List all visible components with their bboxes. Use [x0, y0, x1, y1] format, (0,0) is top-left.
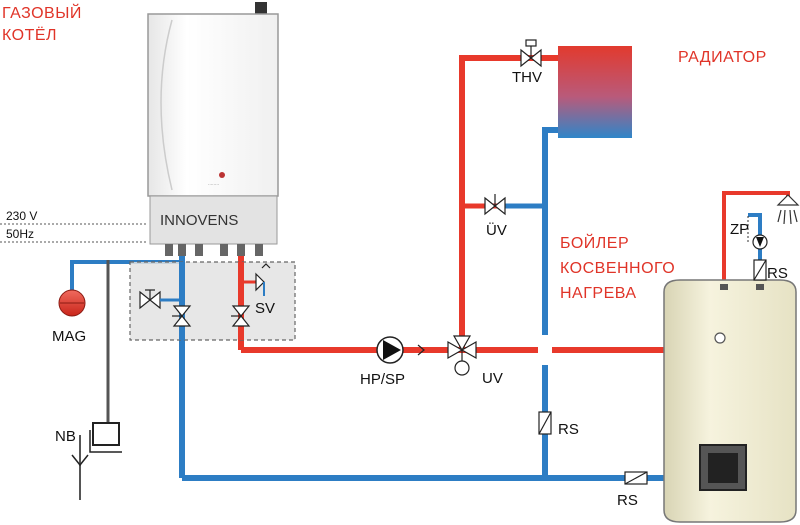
frequency-label: 50Hz [6, 227, 34, 241]
gas-boiler-title-line2: КОТЁЛ [2, 26, 57, 44]
safety-valve-sv [241, 263, 271, 296]
radiator-title: РАДИАТОР [678, 49, 767, 66]
radiator [558, 46, 632, 138]
supply-shutoff-valve [231, 305, 251, 327]
tank-body [663, 279, 797, 523]
shower-head-icon [776, 194, 800, 225]
boiler-front-curve [160, 19, 173, 191]
indirect-boiler-title-line1: БОЙЛЕР [560, 233, 629, 252]
boiler-logo-icon [219, 172, 225, 178]
three-way-valve [447, 335, 477, 376]
nb-label: NB [55, 428, 76, 445]
boiler-brand-label: INNOVENS [160, 212, 238, 229]
boiler-fittings [165, 244, 263, 256]
gas-boiler-title-line1: ГАЗОВЫЙ [2, 3, 82, 22]
boiler-body [147, 13, 279, 197]
nb-box-icon [92, 422, 120, 446]
box-valve-left [139, 289, 182, 310]
check-valve-bottom [624, 471, 648, 485]
rs-mid-label: RS [558, 421, 579, 438]
return-shutoff-valve [172, 305, 192, 327]
tank-indicator-icon [714, 332, 726, 344]
check-valve-riser [538, 411, 552, 435]
rs-top-label: RS [767, 265, 788, 282]
three-way-valve-actuator-icon [454, 360, 470, 376]
indirect-boiler-title-line2: КОСВЕННОГО [560, 260, 675, 277]
return-pipe-radiator [542, 127, 558, 335]
expansion-vessel [58, 289, 86, 317]
electric-supply [0, 223, 148, 243]
pipe-crossing-gap [538, 338, 552, 364]
zp-label: ZP [730, 221, 749, 238]
circulation-pump-zp [747, 215, 768, 250]
circulation-pump [376, 336, 425, 364]
indirect-water-heater [663, 279, 797, 523]
uv-mid-label: UV [482, 370, 503, 387]
drain-funnel-icon [71, 454, 89, 467]
check-valve-tank [753, 259, 767, 281]
gas-boiler: ........ INNOVENS [147, 2, 279, 256]
rs-bottom-label: RS [617, 492, 638, 509]
bypass-valve-uv [484, 194, 506, 216]
neutralization-box [71, 422, 122, 467]
svg-text:........: ........ [208, 181, 219, 187]
sv-label: SV [255, 300, 275, 317]
boiler-control-panel [149, 195, 278, 245]
indirect-boiler-title-line3: НАГРЕВА [560, 285, 637, 302]
thv-label: THV [512, 69, 542, 86]
mag-label: MAG [52, 328, 86, 345]
hp-sp-label: HP/SP [360, 371, 405, 388]
thermostatic-valve-thv [520, 39, 542, 68]
voltage-label: 230 V [6, 209, 37, 223]
drain-pipe [98, 260, 110, 434]
uv-top-label: ÜV [486, 221, 507, 239]
